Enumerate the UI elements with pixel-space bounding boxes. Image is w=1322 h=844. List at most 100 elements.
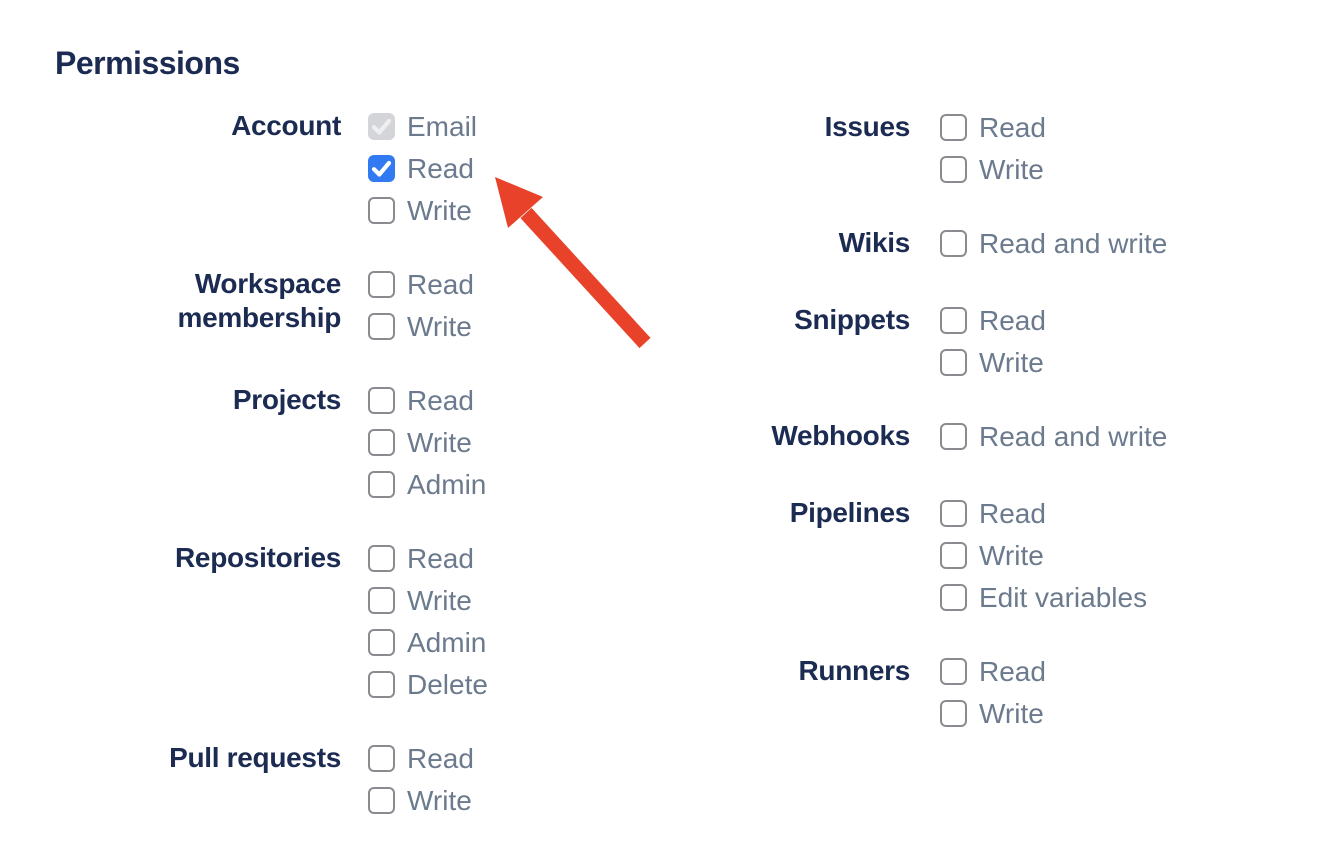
checkbox-write[interactable] — [940, 349, 967, 376]
checkbox-read[interactable] — [368, 387, 395, 414]
checkbox-delete[interactable] — [368, 671, 395, 698]
option-label: Read — [407, 269, 474, 300]
checkbox-read[interactable] — [940, 114, 967, 141]
checkbox-read[interactable] — [368, 745, 395, 772]
permission-option-runners-read[interactable]: Read — [940, 656, 1046, 687]
checkbox-write[interactable] — [368, 197, 395, 224]
checkbox-admin[interactable] — [368, 629, 395, 656]
permission-option-pull-requests-write[interactable]: Write — [368, 785, 474, 816]
checkbox-write[interactable] — [368, 313, 395, 340]
permission-option-pipelines-read[interactable]: Read — [940, 500, 1147, 528]
option-label: Write — [979, 154, 1044, 185]
options-list: Read and write — [940, 423, 1167, 453]
permission-option-projects-read[interactable]: Read — [368, 385, 486, 416]
permission-option-account-write[interactable]: Write — [368, 195, 477, 226]
permission-option-projects-admin[interactable]: Admin — [368, 471, 486, 499]
option-label: Read — [407, 743, 474, 774]
checkbox-email — [368, 113, 395, 140]
option-label: Edit variables — [979, 582, 1148, 613]
group-label: Pipelines — [789, 497, 911, 528]
permission-option-snippets-read[interactable]: Read — [940, 305, 1046, 336]
checkmark-icon — [371, 118, 392, 135]
checkbox-read[interactable] — [940, 500, 967, 527]
option-label: Read — [979, 305, 1046, 336]
checkbox-read[interactable] — [368, 545, 395, 572]
checkbox-read-and-write[interactable] — [940, 230, 967, 257]
permission-option-account-email: Email — [368, 113, 477, 141]
checkbox-admin[interactable] — [368, 471, 395, 498]
group-label: Account — [231, 110, 341, 141]
checkbox-read[interactable] — [368, 155, 395, 182]
checkbox-read[interactable] — [940, 658, 967, 685]
option-label: Admin — [407, 627, 487, 658]
permission-option-account-read[interactable]: Read — [368, 155, 477, 183]
checkbox-read-and-write[interactable] — [940, 423, 967, 450]
permission-option-workspace-membership-read[interactable]: Read — [368, 269, 474, 300]
option-label: Write — [407, 311, 472, 342]
permission-option-projects-write[interactable]: Write — [368, 427, 486, 458]
checkbox-write[interactable] — [368, 429, 395, 456]
group-label: Wikis — [838, 227, 911, 258]
option-label: Write — [407, 195, 472, 226]
checkbox-write[interactable] — [368, 587, 395, 614]
option-label: Read and write — [979, 421, 1168, 452]
option-label: Read — [979, 656, 1046, 687]
permission-option-pipelines-edit-variables[interactable]: Edit variables — [940, 582, 1148, 613]
group-label: Issues — [824, 111, 911, 142]
page-title: Permissions — [55, 45, 240, 81]
permission-option-repositories-delete[interactable]: Delete — [368, 669, 488, 700]
option-label: Write — [979, 540, 1044, 571]
checkbox-write[interactable] — [368, 787, 395, 814]
checkbox-read[interactable] — [940, 307, 967, 334]
group-label: Pull requests — [169, 742, 341, 773]
option-label: Read — [979, 112, 1046, 143]
checkbox-write[interactable] — [940, 542, 967, 569]
permission-option-wikis-read-and-write[interactable]: Read and write — [940, 228, 1168, 259]
option-label: Read and write — [979, 228, 1168, 259]
checkbox-write[interactable] — [940, 156, 967, 183]
checkbox-write[interactable] — [940, 700, 967, 727]
permission-option-issues-read[interactable]: Read — [940, 112, 1046, 143]
checkbox-edit-variables[interactable] — [940, 584, 967, 611]
permission-option-issues-write[interactable]: Write — [940, 154, 1046, 185]
permission-option-webhooks-read-and-write[interactable]: Read and write — [940, 421, 1168, 452]
group-label: Webhooks — [771, 420, 910, 451]
permission-option-repositories-read[interactable]: Read — [368, 545, 488, 573]
option-label: Delete — [407, 669, 488, 700]
option-label: Write — [407, 585, 472, 616]
checkbox-read[interactable] — [368, 271, 395, 298]
permission-option-snippets-write[interactable]: Write — [940, 347, 1046, 378]
permission-option-pull-requests-read[interactable]: Read — [368, 743, 474, 774]
group-label: Projects — [232, 384, 341, 415]
checkmark-icon — [371, 160, 392, 177]
option-label: Write — [979, 347, 1044, 378]
permission-option-pipelines-write[interactable]: Write — [940, 540, 1147, 571]
group-label: Runners — [798, 655, 911, 686]
permission-option-repositories-admin[interactable]: Admin — [368, 627, 488, 658]
permission-option-workspace-membership-write[interactable]: Write — [368, 311, 474, 342]
group-label: Snippets — [794, 304, 910, 335]
option-label: Write — [407, 785, 472, 816]
permission-option-runners-write[interactable]: Write — [940, 700, 1046, 728]
permission-option-repositories-write[interactable]: Write — [368, 585, 488, 616]
annotation-arrow-icon — [495, 177, 651, 349]
permission-group-wikis: Wikis Read and write — [680, 227, 1168, 260]
option-label: Write — [407, 427, 472, 458]
option-label: Read — [407, 385, 474, 416]
